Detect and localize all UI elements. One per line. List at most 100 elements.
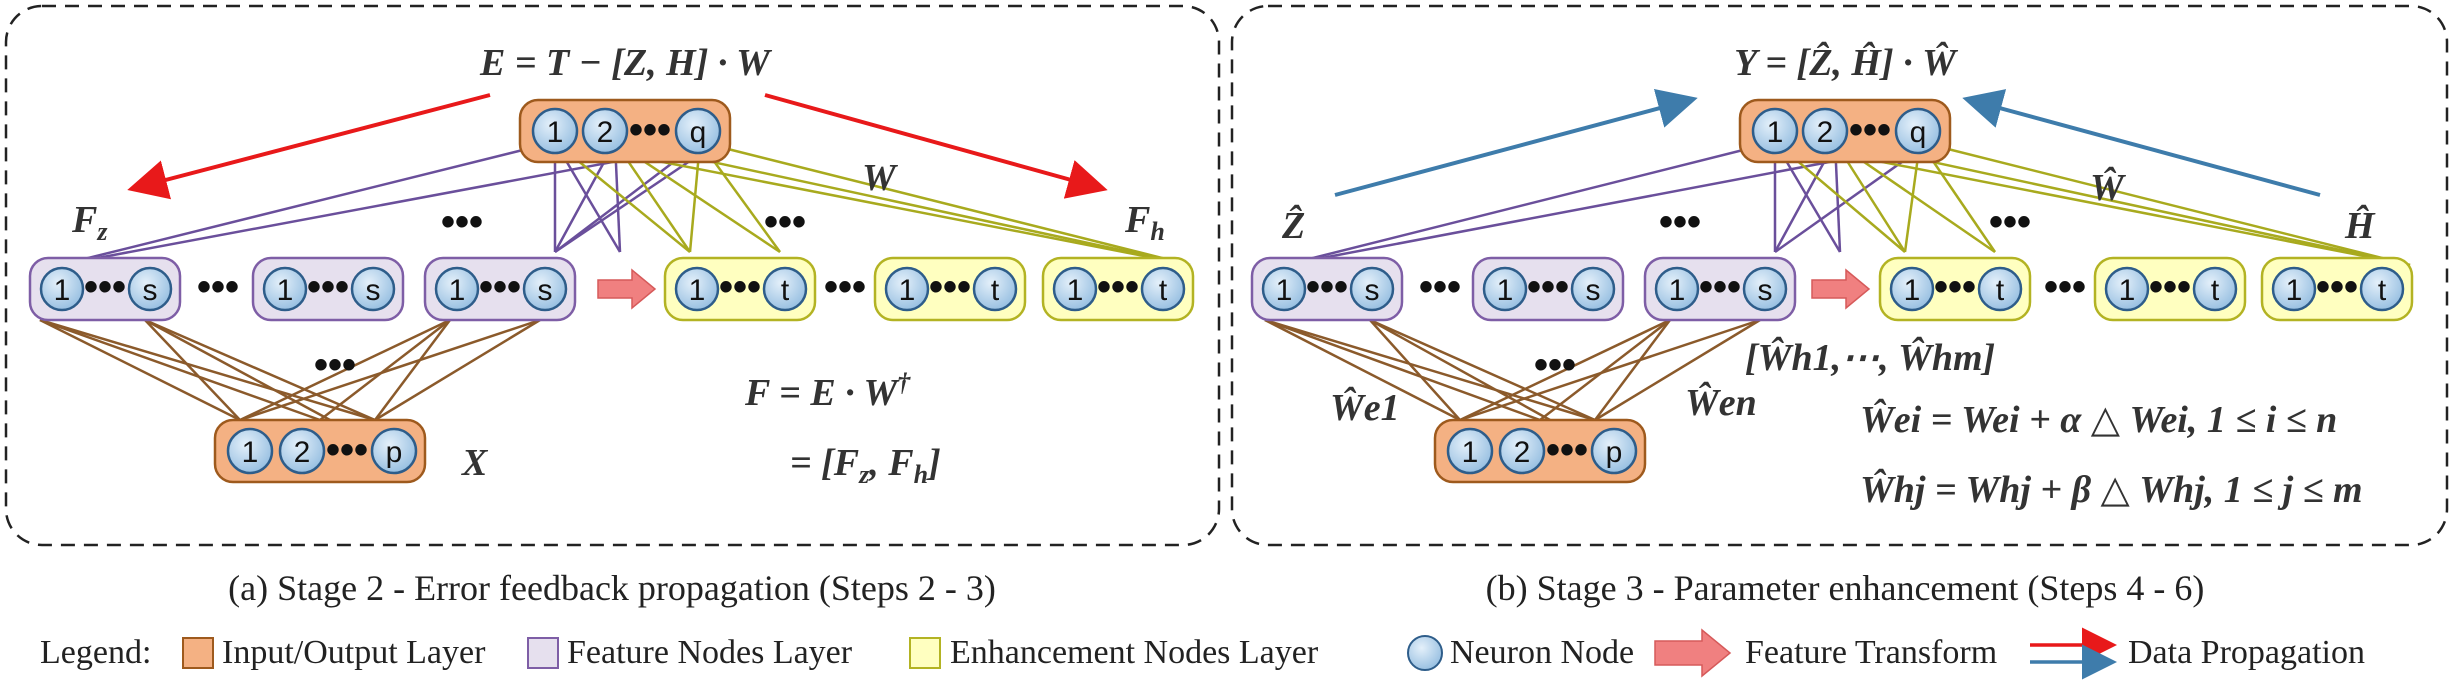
neuron-icon [226,427,274,475]
panel-a-equation-f2: = [Fz, Fh] [790,442,941,489]
panel-a-feature-group-1: 1 ••• s [28,256,182,322]
svg-text:•••: ••• [1306,265,1348,309]
svg-text:1: 1 [899,274,916,307]
neuron-label: 1 [547,116,564,149]
legend-title: Legend: [40,634,151,671]
neuron-icon [1742,266,1788,312]
panel-a-label-fz: Fz [71,199,108,246]
neuron-icon [1801,107,1849,155]
ellipsis: ••• [441,200,483,244]
svg-text:•••: ••• [1546,428,1588,472]
svg-text:t: t [1159,274,1168,307]
neuron-icon [972,266,1018,312]
legend-io-label: Input/Output Layer [222,634,486,671]
neuron-icon [674,107,722,155]
panel-b-label-w: Ŵ [2090,167,2127,209]
svg-text:•••: ••• [1699,265,1741,309]
neuron-icon [1498,427,1546,475]
svg-text:1: 1 [1067,274,1084,307]
svg-text:s: s [143,274,158,307]
legend-io-swatch [182,637,214,669]
ellipsis: ••• [197,265,239,309]
svg-text:1: 1 [1276,274,1293,307]
svg-text:•••: ••• [479,265,521,309]
svg-text:1: 1 [242,436,259,469]
legend-propagation-label: Data Propagation [2128,634,2365,671]
svg-text:s: s [366,274,381,307]
neuron-label: 2 [597,116,614,149]
panel-a-equation-top: E = T − [Z, H] · W [479,42,773,84]
svg-text:p: p [1606,436,1623,469]
panel-a-enhance-group-2: 1 ••• t [873,256,1027,322]
panel-a-border [4,4,1221,547]
svg-text:•••: ••• [2044,265,2086,309]
svg-text:1: 1 [1767,116,1784,149]
neuron-icon [262,266,308,312]
panel-a-output-layer: 1 2 ••• q [518,98,732,164]
panel-b-equation-1: Ŵei = Wei + α △ Wei, 1 ≤ i ≤ n [1860,399,2337,441]
neuron-icon [350,266,396,312]
neuron-icon [2359,266,2405,312]
neuron-icon [581,107,629,155]
neuron-icon [1261,266,1307,312]
ellipsis: ••• [764,200,806,244]
svg-text:•••: ••• [1849,108,1891,152]
panel-b-enhance-group-2: 1 ••• t [2093,256,2247,322]
svg-text:q: q [1910,116,1927,149]
svg-text:2: 2 [1817,116,1834,149]
neuron-icon [1407,635,1443,671]
svg-text:s: s [1758,274,1773,307]
svg-text:•••: ••• [1419,265,1461,309]
neuron-icon [1654,266,1700,312]
svg-text:1: 1 [2286,274,2303,307]
panel-b-feature-transform-arrow [1811,268,1871,310]
neuron-icon [39,266,85,312]
legend-feature-label: Feature Nodes Layer [567,634,853,671]
svg-text:1: 1 [2119,274,2136,307]
panel-a-feature-group-3: 1 ••• s [423,256,577,322]
legend: Legend: Input/Output Layer Feature Nodes… [40,627,2365,680]
feature-transform-icon [1654,628,1732,678]
neuron-icon [762,266,808,312]
neuron-icon [1889,266,1935,312]
neuron-icon [1977,266,2023,312]
svg-text:1: 1 [1497,274,1514,307]
panel-b-output-layer: 1 2 ••• q [1738,98,1952,164]
svg-text:•••: ••• [326,428,368,472]
panel-a-red-arrow-left [127,93,491,200]
neuron-icon [434,266,480,312]
svg-text:•••: ••• [1097,265,1139,309]
panel-b-caption: (b) Stage 3 - Parameter enhancement (Ste… [1486,568,2205,608]
panel-a-input-layer: 1 2 ••• p [213,418,427,484]
neuron-label: q [690,116,707,149]
svg-text:1: 1 [1462,436,1479,469]
svg-text:1: 1 [54,274,71,307]
panel-b-enhance-group-3: 1 ••• t [2260,256,2414,322]
legend-feature-swatch [527,637,559,669]
svg-text:t: t [1996,274,2005,307]
svg-text:•••: ••• [84,265,126,309]
panel-b-label-h: Ĥ [2344,205,2376,247]
neuron-icon [2192,266,2238,312]
legend-enhance-label: Enhancement Nodes Layer [950,634,1319,671]
panel-a-caption: (a) Stage 2 - Error feedback propagation… [228,568,996,608]
neuron-icon [1482,266,1528,312]
panel-b-border [1230,4,2449,547]
svg-text:2: 2 [1514,436,1531,469]
ellipsis: ••• [824,265,866,309]
neuron-icon [2271,266,2317,312]
svg-text:t: t [781,274,790,307]
svg-text:•••: ••• [1659,200,1701,244]
svg-text:•••: ••• [1534,343,1576,387]
svg-text:•••: ••• [307,265,349,309]
svg-text:•••: ••• [2149,265,2191,309]
svg-text:1: 1 [277,274,294,307]
panel-b-label-wh: [Ŵh1,⋯, Ŵhm] [1745,337,1995,379]
legend-enhance-swatch [909,637,941,669]
neuron-icon [1446,427,1494,475]
panel-b-feature-group-2: 1 ••• s [1471,256,1625,322]
panel-a-label-fh: Fh [1124,199,1165,246]
legend-transform-label: Feature Transform [1745,634,1997,671]
neuron-icon [1590,427,1638,475]
